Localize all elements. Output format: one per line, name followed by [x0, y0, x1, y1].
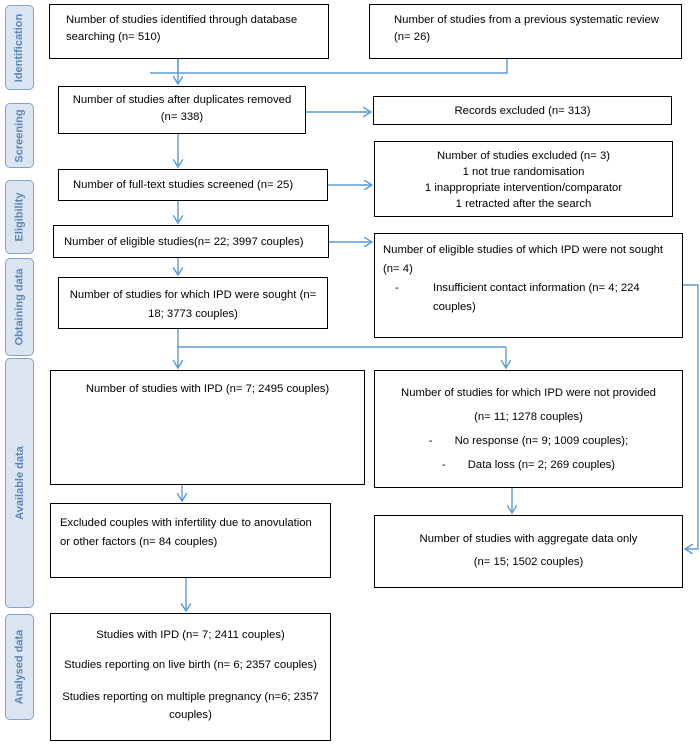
ipd-not-sought-bullet: - Insufficient contact information (n= 4… [395, 282, 640, 313]
stage-screening: Screening [5, 103, 34, 168]
ipd-not-sought-title: Number of eligible studies of which IPD … [383, 244, 664, 275]
arrow-previous-review-to-merge [150, 59, 508, 74]
ipd-not-sought-box: Number of eligible studies of which IPD … [374, 233, 683, 338]
fulltext-screened-text: Number of full-text studies screened (n=… [73, 179, 294, 191]
excluded-reason: 1 not true randomisation [462, 166, 585, 178]
fulltext-screened-box: Number of full-text studies screened (n=… [58, 169, 328, 201]
stage-identification: Identification [5, 5, 34, 90]
ipd-sought-text: Number of studies for which IPD were sou… [69, 289, 317, 320]
ipd-not-provided-box: Number of studies for which IPD were not… [374, 370, 683, 488]
eligible-studies-text: Number of eligible studies(n= 22; 3997 c… [64, 236, 304, 248]
records-excluded-box: Records excluded (n= 313) [373, 96, 672, 125]
previous-review-text: Number of studies from a previous system… [394, 14, 659, 43]
no-response-item: -No response (n= 9; 1009 couples); [428, 435, 629, 447]
ipd-not-provided-title: Number of studies for which IPD were not… [401, 387, 656, 399]
excluded-reason: 1 retracted after the search [455, 198, 592, 210]
after-duplicates-text: Number of studies after duplicates remov… [72, 94, 292, 123]
studies-excluded-box: Number of studies excluded (n= 3) 1 not … [374, 141, 673, 217]
stage-eligibility: Eligibility [5, 180, 34, 254]
analysed-live-birth-text: Studies reporting on live birth (n= 6; 2… [64, 659, 317, 671]
ipd-sought-box: Number of studies for which IPD were sou… [58, 277, 328, 329]
db-search-box: Number of studies identified through dat… [49, 4, 329, 59]
stage-analysed-data: Analysed data [5, 614, 34, 720]
excluded-couples-box: Excluded couples with infertility due to… [50, 503, 331, 578]
stage-available-data: Available data [5, 358, 34, 608]
aggregate-data-count: (n= 15; 1502 couples) [473, 556, 584, 568]
analysed-data-box: Studies with IPD (n= 7; 2411 couples) St… [50, 613, 331, 741]
eligible-studies-box: Number of eligible studies(n= 22; 3997 c… [53, 225, 329, 258]
ipd-not-provided-count: (n= 11; 1278 couples) [474, 411, 583, 423]
arrow-not-sought-to-aggregate [683, 284, 699, 549]
db-search-text: Number of studies identified through dat… [66, 14, 298, 43]
studies-with-ipd-text: Number of studies with IPD (n= 7; 2495 c… [85, 383, 330, 395]
stage-obtaining-data: Obtaining data [5, 258, 34, 356]
aggregate-data-title: Number of studies with aggregate data on… [419, 533, 638, 545]
analysed-multiple-pregnancy-text: Studies reporting on multiple pregnancy … [62, 691, 319, 721]
excluded-couples-text: Excluded couples with infertility due to… [60, 517, 312, 548]
records-excluded-text: Records excluded (n= 313) [454, 105, 591, 117]
analysed-ipd-text: Studies with IPD (n= 7; 2411 couples) [96, 629, 285, 641]
arrow-sought-split [177, 329, 506, 348]
aggregate-data-box: Number of studies with aggregate data on… [374, 515, 683, 588]
studies-excluded-title: Number of studies excluded (n= 3) [437, 150, 610, 162]
previous-review-box: Number of studies from a previous system… [369, 4, 682, 59]
data-loss-item: -Data loss (n= 2; 269 couples) [441, 459, 616, 471]
studies-with-ipd-box: Number of studies with IPD (n= 7; 2495 c… [50, 370, 365, 485]
excluded-reason: 1 inappropriate intervention/comparator [424, 182, 623, 194]
after-duplicates-box: Number of studies after duplicates remov… [58, 86, 306, 134]
